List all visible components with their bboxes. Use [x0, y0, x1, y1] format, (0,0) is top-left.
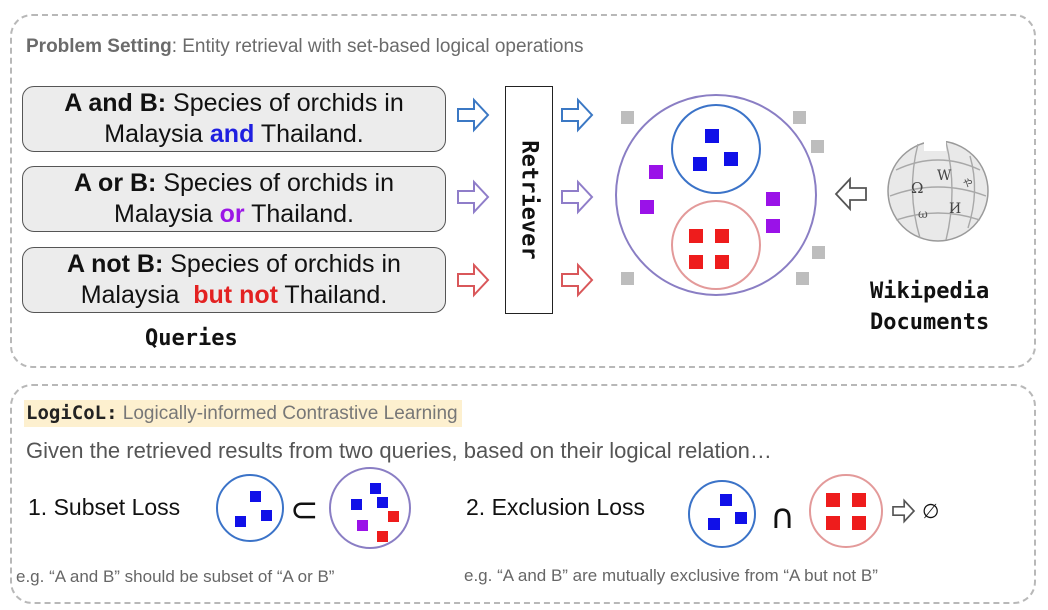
document-square-icon: [796, 272, 809, 285]
document-square-icon: [693, 157, 707, 171]
document-square-icon: [357, 520, 368, 531]
problem-setting-title: Problem Setting: Entity retrieval with s…: [26, 36, 584, 57]
right-arrow-icon: [561, 99, 593, 131]
retriever-box: Retriever: [505, 86, 553, 314]
right-arrow-icon: [457, 264, 489, 296]
document-square-icon: [250, 491, 261, 502]
document-square-icon: [793, 111, 806, 124]
document-square-icon: [689, 229, 703, 243]
document-square-icon: [735, 512, 747, 524]
document-square-icon: [705, 129, 719, 143]
right-arrow-icon: [892, 499, 915, 523]
query-or-box: A or B: Species of orchids in Malaysia o…: [22, 166, 446, 232]
right-arrow-icon: [561, 181, 593, 213]
not-result-circle: [671, 200, 761, 290]
intersection-symbol: ∩: [770, 497, 795, 537]
document-square-icon: [377, 497, 388, 508]
document-square-icon: [715, 255, 729, 269]
not-result-circle: [809, 474, 883, 548]
document-square-icon: [766, 219, 780, 233]
subset-symbol: ⊂: [290, 490, 319, 530]
subset-loss-label: 1. Subset Loss: [28, 494, 181, 520]
document-square-icon: [715, 229, 729, 243]
document-square-icon: [720, 494, 732, 506]
document-square-icon: [377, 531, 388, 542]
empty-set-symbol: ∅: [922, 499, 939, 523]
document-square-icon: [640, 200, 654, 214]
document-square-icon: [235, 516, 246, 527]
svg-text:W: W: [937, 168, 952, 184]
subset-loss-example: e.g. “A and B” should be subset of “A or…: [16, 567, 335, 586]
logicol-title: LogiCoL: Logically-informed Contrastive …: [24, 400, 462, 427]
right-arrow-icon: [457, 181, 489, 213]
document-square-icon: [826, 516, 840, 530]
document-square-icon: [621, 111, 634, 124]
or-result-circle: [615, 94, 817, 296]
exclusion-loss-label: 2. Exclusion Loss: [466, 494, 645, 520]
and-result-circle: [688, 480, 756, 548]
query-and-box: A and B: Species of orchids in Malaysia …: [22, 86, 446, 152]
right-arrow-icon: [561, 264, 593, 296]
queries-label: Queries: [145, 326, 238, 351]
document-square-icon: [261, 510, 272, 521]
document-square-icon: [852, 516, 866, 530]
document-square-icon: [351, 499, 362, 510]
wikipedia-documents-label: Wikipedia Documents: [870, 279, 990, 335]
document-square-icon: [811, 140, 824, 153]
document-square-icon: [724, 152, 738, 166]
document-square-icon: [689, 255, 703, 269]
exclusion-loss-example: e.g. “A and B” are mutually exclusive fr…: [464, 566, 878, 585]
problem-setting-panel: [10, 14, 1036, 368]
svg-text:ゃ: ゃ: [962, 175, 974, 189]
document-square-icon: [826, 493, 840, 507]
document-square-icon: [649, 165, 663, 179]
svg-text:ω: ω: [918, 207, 928, 221]
svg-text:Ω: Ω: [911, 179, 923, 197]
wikipedia-globe-icon: Ω W И ω ゃ: [887, 139, 989, 242]
query-not-box: A not B: Species of orchids in Malaysia …: [22, 247, 446, 313]
document-square-icon: [621, 272, 634, 285]
document-square-icon: [370, 483, 381, 494]
right-arrow-icon: [457, 99, 489, 131]
document-square-icon: [708, 518, 720, 530]
logicol-panel: [10, 384, 1036, 604]
document-square-icon: [766, 192, 780, 206]
given-text: Given the retrieved results from two que…: [26, 438, 772, 463]
and-result-circle: [216, 474, 284, 542]
and-result-circle: [671, 104, 761, 194]
or-result-circle: [329, 467, 411, 549]
svg-text:И: И: [949, 201, 961, 217]
document-square-icon: [852, 493, 866, 507]
left-arrow-icon: [835, 178, 867, 210]
document-square-icon: [388, 511, 399, 522]
document-square-icon: [812, 246, 825, 259]
